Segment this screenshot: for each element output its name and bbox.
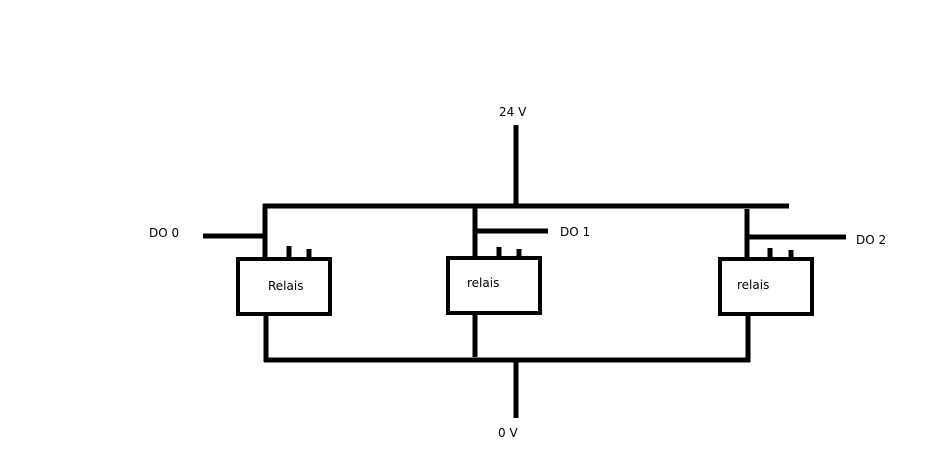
relay-2-label: relais (737, 278, 769, 292)
relay-2: relais DO 2 (718, 209, 886, 362)
ground-0v-label: 0 V (498, 426, 518, 440)
relay-0-label: Relais (268, 279, 303, 293)
relay-1: relais DO 1 (446, 204, 590, 357)
do0-label: DO 0 (149, 226, 179, 240)
relay-0-box (236, 257, 332, 316)
relay-0: Relais DO 0 (149, 204, 332, 362)
supply-24v-label: 24 V (499, 105, 527, 119)
relay-1-label: relais (467, 276, 499, 290)
do2-label: DO 2 (856, 233, 886, 247)
relay-2-box (718, 257, 814, 316)
relay-1-box (446, 256, 542, 315)
do1-label: DO 1 (560, 225, 590, 239)
